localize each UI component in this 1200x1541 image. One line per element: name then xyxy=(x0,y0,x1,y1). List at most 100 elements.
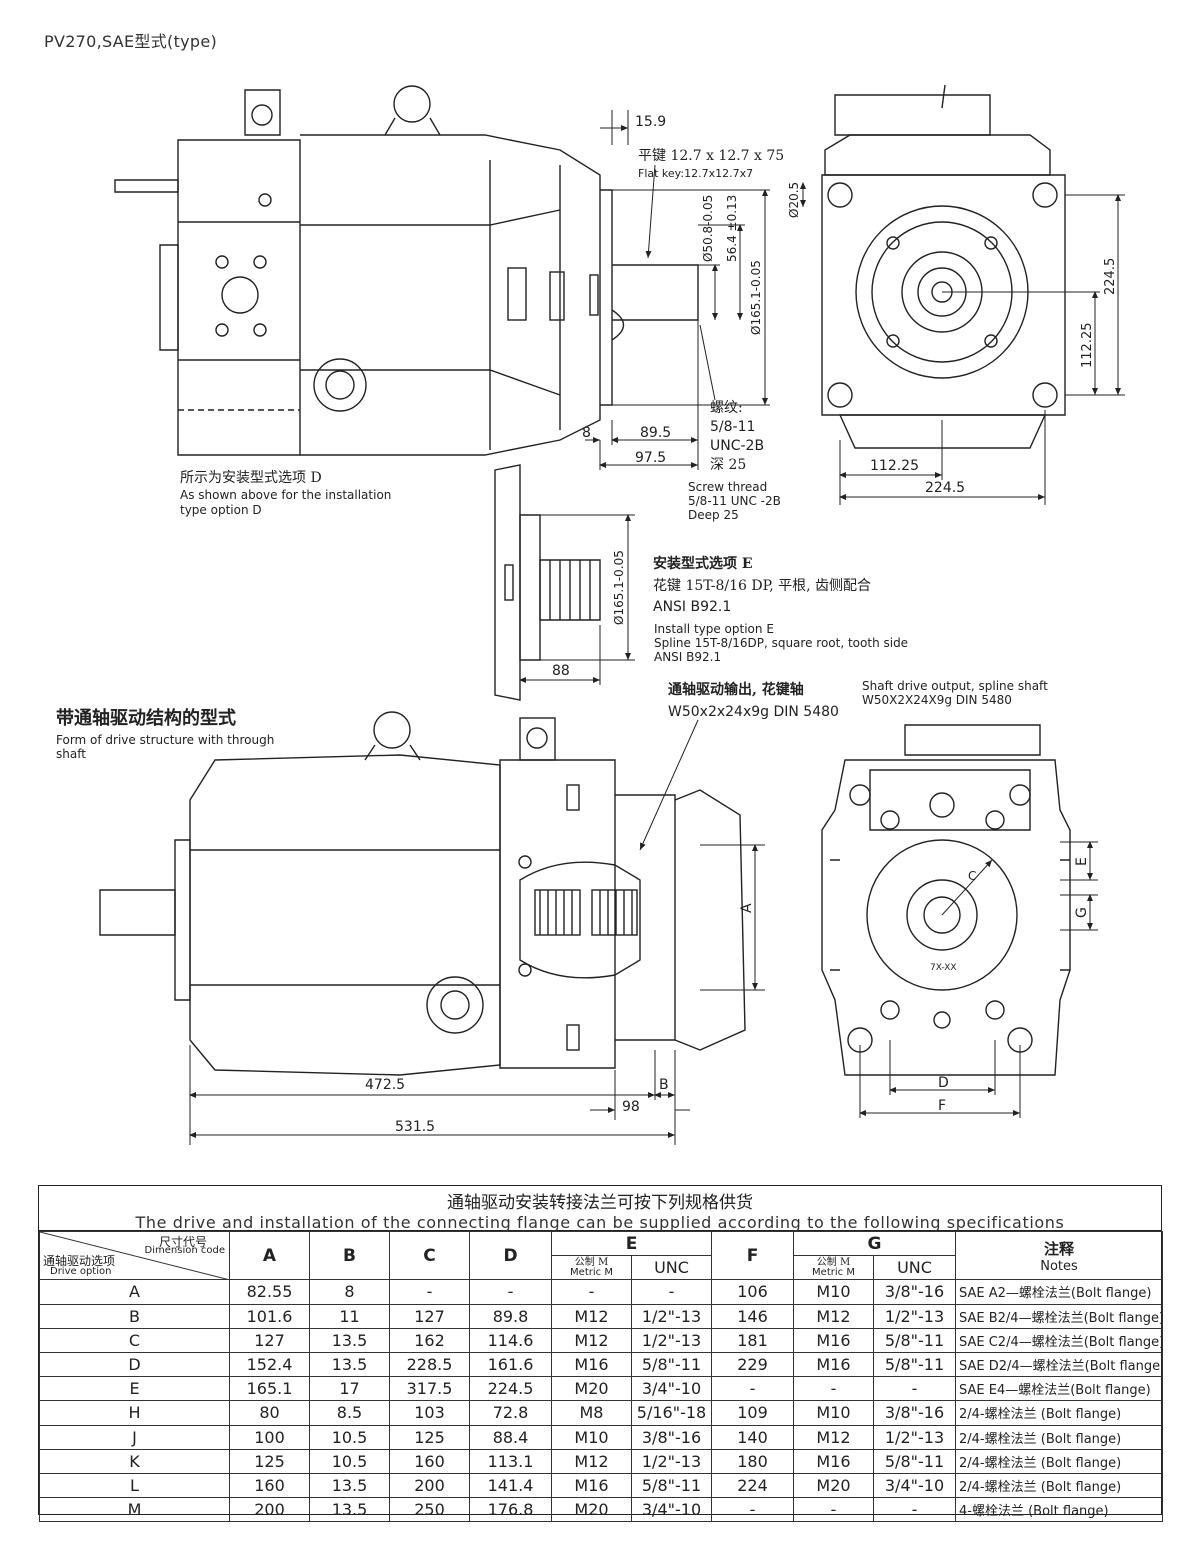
cell-opt: J xyxy=(39,1424,230,1450)
cell-eu: 1/2"-13 xyxy=(631,1448,712,1474)
dim-531-5: 531.5 xyxy=(395,1119,435,1135)
page-title: PV270,SAE型式(type) xyxy=(44,32,218,51)
cell-a: 101.6 xyxy=(229,1303,310,1329)
cell-d: 72.8 xyxy=(469,1400,552,1426)
hdr-f: F xyxy=(711,1230,794,1281)
label-d: D xyxy=(938,1075,949,1091)
cell-c: 162 xyxy=(389,1327,470,1353)
option-e-dimensions xyxy=(519,514,635,685)
hdr-notes: 注释 Notes xyxy=(955,1230,1163,1281)
opt-e-cn-2: ANSI B92.1 xyxy=(653,599,731,615)
thread-cn-1: 5/8-11 xyxy=(710,419,755,435)
cell-gm: M10 xyxy=(793,1279,874,1305)
cell-gm: - xyxy=(793,1376,874,1402)
cell-d: 89.8 xyxy=(469,1303,552,1329)
cell-a: 100 xyxy=(229,1424,310,1450)
spec-table-title-cn: 通轴驱动安装转接法兰可按下列规格供货 xyxy=(447,1193,753,1213)
cell-f: 109 xyxy=(711,1400,794,1426)
corner-bot-cn: 通轴驱动选项 xyxy=(43,1254,116,1268)
dia-165-1: Ø165.1-0.05 xyxy=(749,260,763,335)
cell-f: 146 xyxy=(711,1303,794,1329)
top-dimensions xyxy=(585,110,770,470)
marking: 7X-XX xyxy=(930,963,957,973)
cell-em: M12 xyxy=(551,1303,632,1329)
cell-c: 200 xyxy=(389,1472,470,1499)
cell-b: 10.5 xyxy=(309,1448,390,1474)
through-title-cn: 带通轴驱动结构的型式 xyxy=(56,707,236,729)
thread-cn-3: 深 25 xyxy=(710,457,746,473)
spline-cn: 通轴驱动输出, 花键轴 xyxy=(668,681,804,698)
cell-d: 114.6 xyxy=(469,1327,552,1353)
bottom-side-dimensions xyxy=(189,719,765,1145)
cell-gu: - xyxy=(873,1376,956,1402)
hdr-g: G xyxy=(793,1230,956,1257)
cell-gm: M20 xyxy=(793,1472,874,1499)
cell-gm: M12 xyxy=(793,1303,874,1329)
cell-d: 176.8 xyxy=(469,1497,552,1523)
thread-cn-0: 螺纹: xyxy=(710,400,743,416)
cell-gu: 5/8"-11 xyxy=(873,1351,956,1378)
spec-table-title-en: The drive and installation of the connec… xyxy=(135,1213,1065,1232)
dim-224-5-v: 224.5 xyxy=(1103,258,1118,295)
cell-f: 106 xyxy=(711,1279,794,1305)
cell-gu: 3/4"-10 xyxy=(873,1472,956,1499)
cell-b: 17 xyxy=(309,1376,390,1402)
cell-gu: 1/2"-13 xyxy=(873,1424,956,1450)
cell-gm: M16 xyxy=(793,1351,874,1378)
option-d-cn: 所示为安装型式选项 D xyxy=(180,470,322,486)
opt-e-dia: Ø165.1-0.05 xyxy=(612,550,626,625)
through-title-en-1: shaft xyxy=(56,747,86,761)
thread-cn-2: UNC-2B xyxy=(710,438,764,454)
option-e-view xyxy=(494,464,601,701)
cell-em: M16 xyxy=(551,1472,632,1499)
dim-112-25-v: 112.25 xyxy=(1080,323,1095,369)
cell-f: 229 xyxy=(711,1351,794,1378)
spec-grid: 尺寸代号 Dimension code 通轴驱动选项 Drive option … xyxy=(39,1230,1163,1523)
cell-em: M20 xyxy=(551,1497,632,1523)
spec-table: 通轴驱动安装转接法兰可按下列规格供货 The drive and install… xyxy=(38,1185,1163,1523)
cell-c: 160 xyxy=(389,1448,470,1474)
dim-112-25-h: 112.25 xyxy=(870,458,919,474)
cell-f: 224 xyxy=(711,1472,794,1499)
cell-note: 2/4-螺栓法兰 (Bolt flange) xyxy=(955,1448,1163,1474)
spline-en-0: Shaft drive output, spline shaft xyxy=(862,679,1048,693)
cell-gu: 5/8"-11 xyxy=(873,1448,956,1474)
dim-88: 88 xyxy=(552,663,570,679)
dim-97-5: 97.5 xyxy=(635,450,666,466)
cell-note: SAE A2—螺栓法兰(Bolt flange) xyxy=(955,1279,1163,1305)
cell-c: 250 xyxy=(389,1497,470,1523)
technical-drawing: 15.9 平键 12.7 x 12.7 x 75 Flat key:12.7x1… xyxy=(56,84,1125,1145)
option-d-en-0: As shown above for the installation xyxy=(180,488,391,502)
cell-em: M20 xyxy=(551,1376,632,1402)
cell-em: M8 xyxy=(551,1400,632,1426)
label-f: F xyxy=(938,1098,946,1114)
cell-opt: M xyxy=(39,1497,230,1523)
front-top-dimensions xyxy=(800,182,1125,505)
cell-c: 103 xyxy=(389,1400,470,1426)
cell-d: 224.5 xyxy=(469,1376,552,1402)
dim-224-5-h: 224.5 xyxy=(925,480,965,496)
opt-e-cn-1: 花键 15T-8/16 DP, 平根, 齿侧配合 xyxy=(653,578,871,594)
cell-gm: M10 xyxy=(793,1400,874,1426)
cell-gm: M12 xyxy=(793,1424,874,1450)
opt-e-en-1: Spline 15T-8/16DP, square root, tooth si… xyxy=(654,636,908,650)
side-view-top xyxy=(114,85,699,456)
cell-note: SAE E4—螺栓法兰(Bolt flange) xyxy=(955,1376,1163,1402)
cell-em: M10 xyxy=(551,1424,632,1450)
cell-gu: 5/8"-11 xyxy=(873,1327,956,1353)
cell-eu: 5/8"-11 xyxy=(631,1472,712,1499)
cell-eu: 5/16"-18 xyxy=(631,1400,712,1426)
cell-c: 228.5 xyxy=(389,1351,470,1378)
cell-a: 165.1 xyxy=(229,1376,310,1402)
cell-a: 125 xyxy=(229,1448,310,1474)
flat-key-en: Flat key:12.7x12.7x7 xyxy=(638,167,753,180)
cell-f: 180 xyxy=(711,1448,794,1474)
cell-a: 152.4 xyxy=(229,1351,310,1378)
cell-b: 11 xyxy=(309,1303,390,1329)
